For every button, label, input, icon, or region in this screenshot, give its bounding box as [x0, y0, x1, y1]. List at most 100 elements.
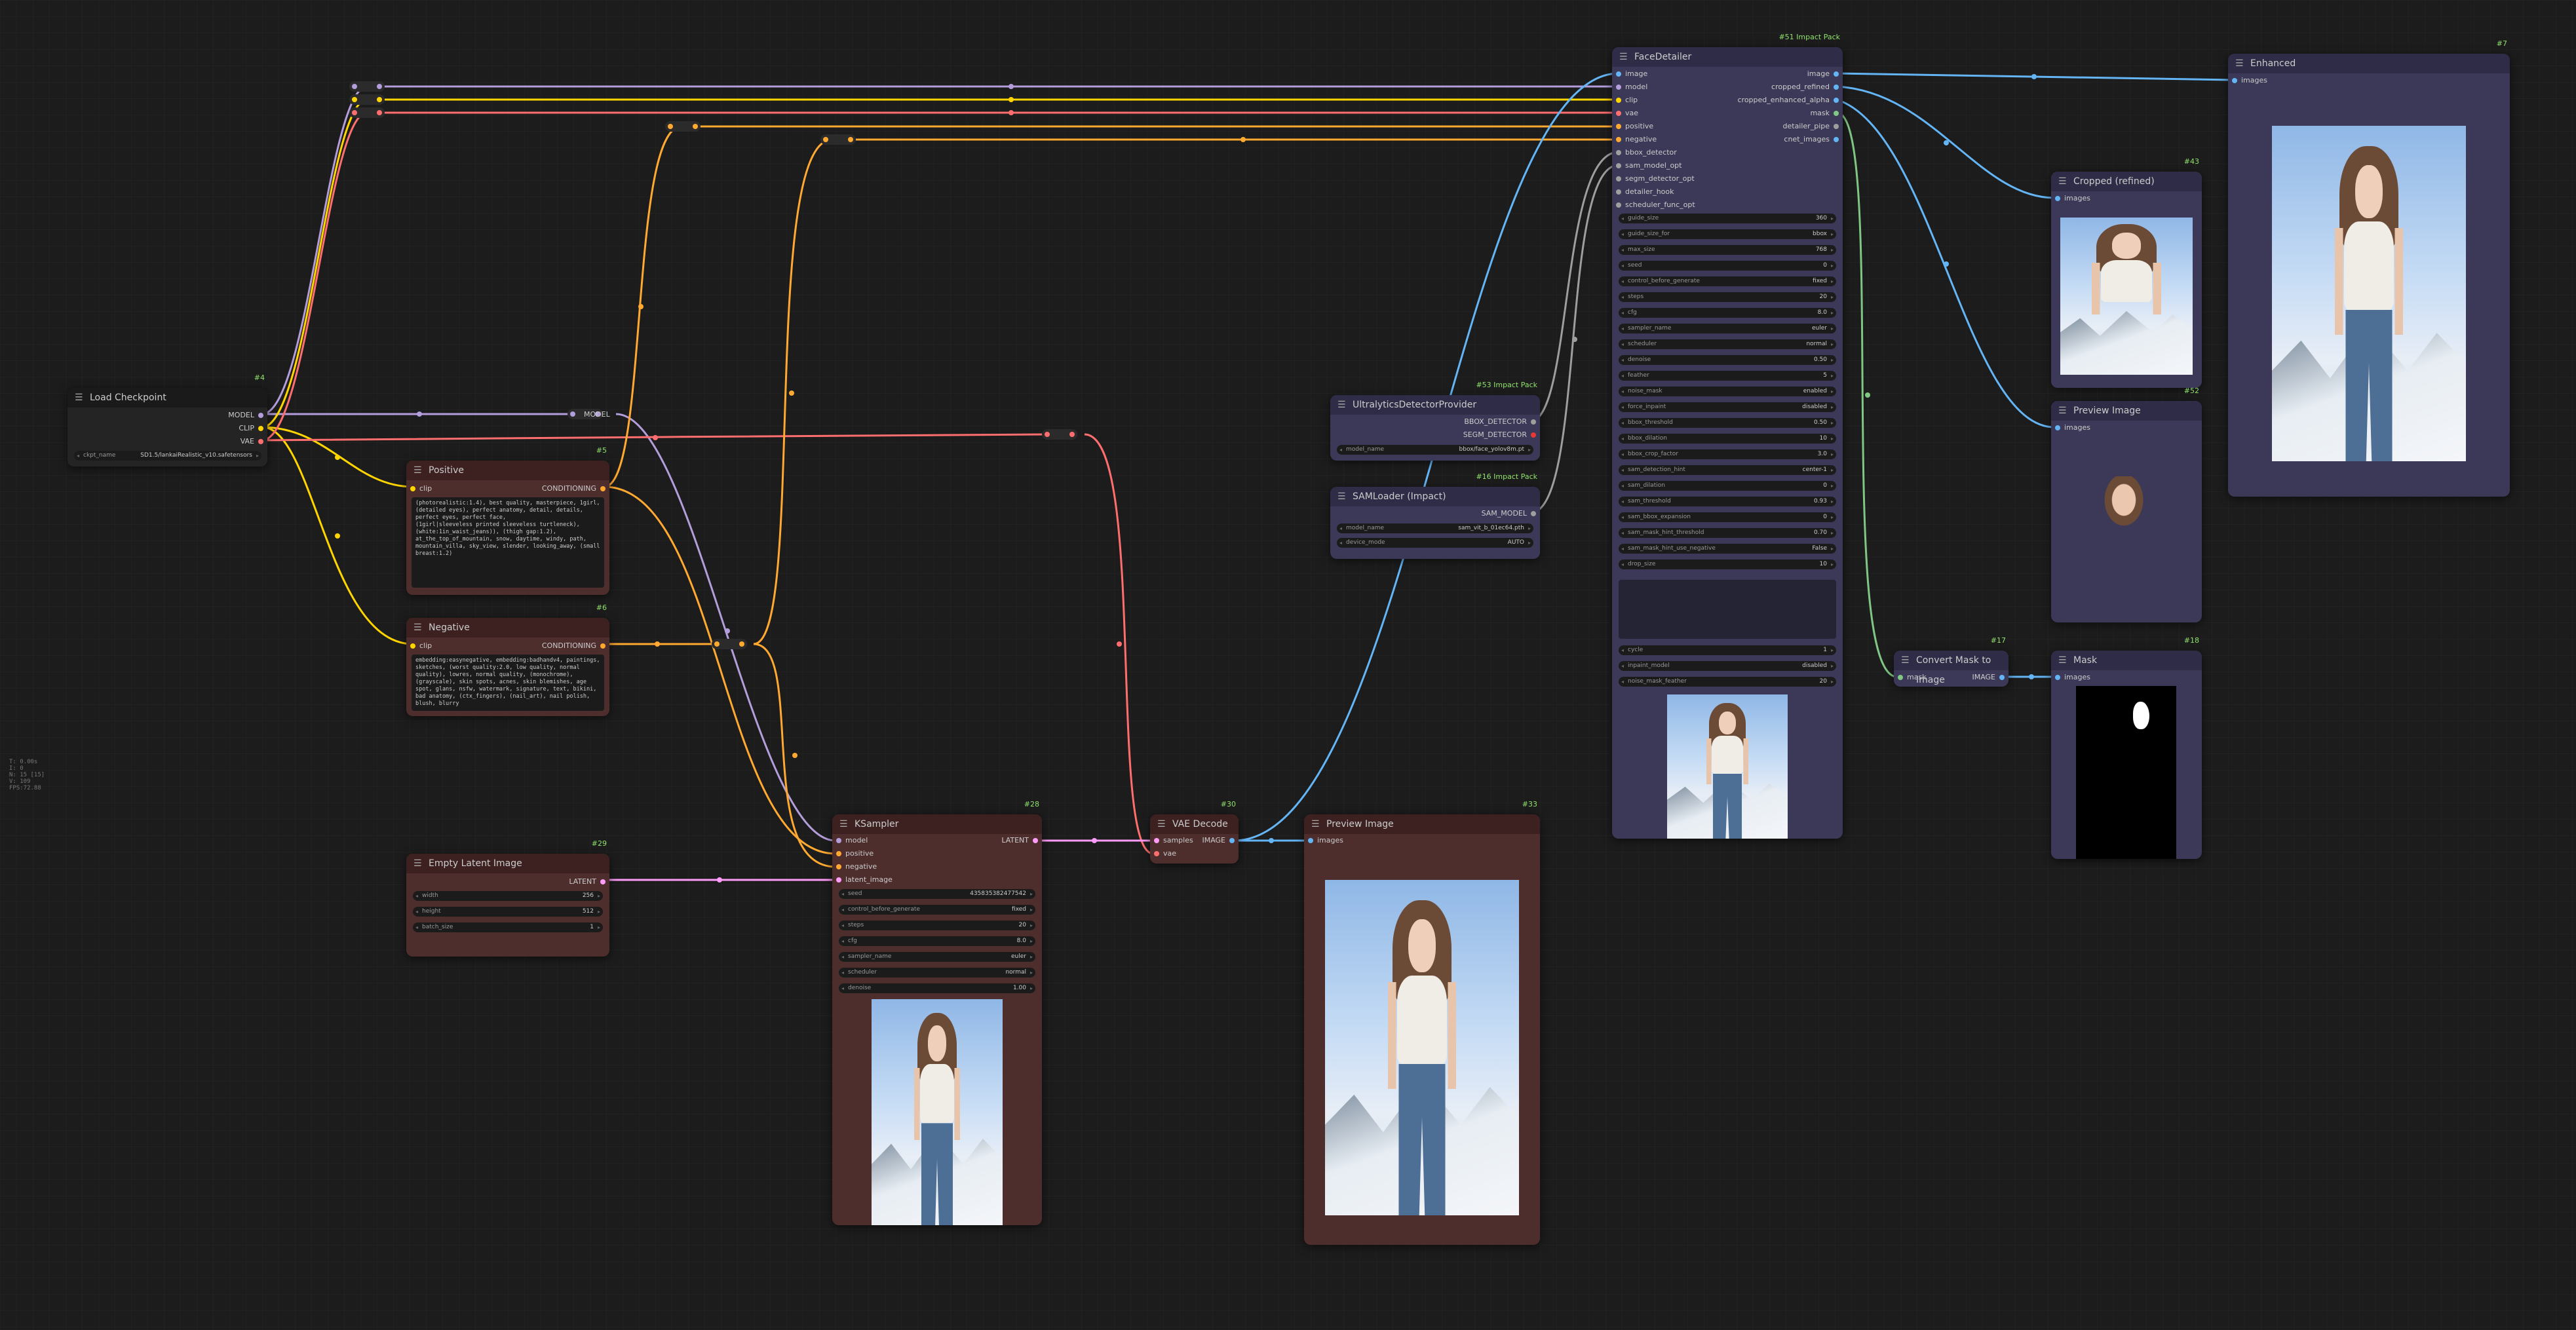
node-title[interactable]: ☰SAMLoader (Impact)	[1330, 487, 1540, 506]
node-vae-decode[interactable]: #30 ☰VAE Decode samples vae IMAGE	[1150, 800, 1239, 864]
input-images[interactable]: images	[1308, 836, 1343, 845]
menu-icon[interactable]: ☰	[1619, 52, 1628, 62]
input-clip[interactable]: clip	[1616, 96, 1638, 104]
reroute-negative-top[interactable]	[820, 134, 856, 145]
menu-icon[interactable]: ☰	[2235, 58, 2244, 69]
input-image[interactable]: image	[1616, 69, 1647, 78]
node-convert-mask-to-image[interactable]: #17 ☰Convert Mask to Image mask IMAGE	[1894, 636, 2009, 687]
input-sam-model-opt[interactable]: sam_model_opt	[1616, 161, 1682, 170]
menu-icon[interactable]: ☰	[75, 392, 83, 403]
output-bbox-detector[interactable]: BBOX_DETECTOR	[1464, 417, 1536, 426]
input-segm-detector-opt[interactable]: segm_detector_opt	[1616, 174, 1695, 183]
menu-icon[interactable]: ☰	[1157, 819, 1166, 829]
node-empty-latent-image[interactable]: #29 ☰Empty Latent Image LATENT width256 …	[406, 839, 609, 957]
node-title[interactable]: ☰Load Checkpoint	[67, 388, 267, 408]
input-scheduler-func-opt[interactable]: scheduler_func_opt	[1616, 200, 1695, 209]
menu-icon[interactable]: ☰	[1337, 491, 1346, 502]
output-image[interactable]: image	[1807, 69, 1839, 78]
node-title[interactable]: ☰Preview Image	[2051, 401, 2202, 421]
menu-icon[interactable]: ☰	[413, 858, 422, 869]
output-image[interactable]: IMAGE	[1972, 673, 2005, 681]
reroute-vae-top[interactable]	[349, 107, 385, 118]
output-conditioning[interactable]: CONDITIONING	[542, 641, 606, 650]
node-title[interactable]: ☰UltralyticsDetectorProvider	[1330, 395, 1540, 415]
node-title[interactable]: ☰Mask	[2051, 651, 2202, 670]
widget-ckpt-name[interactable]: ckpt_nameSD1.5/lankaiRealistic_v10.safet…	[74, 451, 261, 461]
input-positive[interactable]: positive	[836, 849, 874, 858]
menu-icon[interactable]: ☰	[839, 819, 848, 829]
output-detailer-pipe[interactable]: detailer_pipe	[1783, 122, 1839, 130]
node-ultralytics-detector-provider[interactable]: #53 Impact Pack ☰UltralyticsDetectorProv…	[1330, 381, 1540, 461]
output-model[interactable]: MODEL	[228, 411, 263, 419]
node-title[interactable]: ☰Positive	[406, 461, 609, 480]
output-conditioning[interactable]: CONDITIONING	[542, 484, 606, 493]
input-bbox-detector[interactable]: bbox_detector	[1616, 148, 1677, 157]
node-preview-image-2[interactable]: #52 ☰Preview Image images	[2051, 387, 2202, 622]
menu-icon[interactable]: ☰	[413, 622, 422, 633]
menu-icon[interactable]: ☰	[1311, 819, 1320, 829]
node-mask[interactable]: #18 ☰Mask images	[2051, 636, 2202, 859]
node-title[interactable]: ☰Empty Latent Image	[406, 854, 609, 873]
menu-icon[interactable]: ☰	[413, 465, 422, 476]
input-images[interactable]: images	[2232, 76, 2267, 85]
input-images[interactable]: images	[2055, 423, 2090, 432]
output-segm-detector[interactable]: SEGM_DETECTOR	[1463, 430, 1537, 439]
input-detailer-hook[interactable]: detailer_hook	[1616, 187, 1674, 196]
menu-icon[interactable]: ☰	[2058, 655, 2067, 666]
output-clip[interactable]: CLIP	[239, 424, 263, 432]
reroute-model-top[interactable]	[349, 81, 385, 92]
node-title[interactable]: ☰Negative	[406, 618, 609, 637]
reroute-negative[interactable]	[712, 639, 747, 649]
input-clip[interactable]: clip	[410, 484, 432, 493]
node-preview-image[interactable]: #33 ☰Preview Image images	[1304, 800, 1540, 1245]
prompt-text-negative[interactable]: embedding:easynegative, embedding:badhan…	[412, 655, 604, 711]
node-title[interactable]: ☰Convert Mask to Image	[1894, 651, 2009, 685]
output-cnet-images[interactable]: cnet_images	[1784, 135, 1839, 143]
input-images[interactable]: images	[2055, 194, 2090, 202]
output-cropped-refined[interactable]: cropped_refined	[1771, 83, 1839, 91]
node-title[interactable]: ☰Cropped (refined)	[2051, 172, 2202, 191]
output-latent[interactable]: LATENT	[569, 877, 606, 886]
node-cropped-refined[interactable]: #43 ☰Cropped (refined) images	[2051, 157, 2202, 388]
input-model[interactable]: model	[836, 836, 868, 845]
output-mask[interactable]: mask	[1810, 109, 1839, 117]
wildcard-textbox[interactable]	[1619, 580, 1836, 639]
output-vae[interactable]: VAE	[240, 437, 264, 446]
input-vae[interactable]: vae	[1616, 109, 1638, 117]
input-vae[interactable]: vae	[1154, 849, 1176, 858]
node-enhanced[interactable]: #7 ☰Enhanced images	[2228, 39, 2510, 497]
menu-icon[interactable]: ☰	[1337, 400, 1346, 410]
node-title[interactable]: ☰Enhanced	[2228, 54, 2510, 73]
input-negative[interactable]: negative	[836, 862, 877, 871]
input-mask[interactable]: mask	[1898, 673, 1927, 681]
